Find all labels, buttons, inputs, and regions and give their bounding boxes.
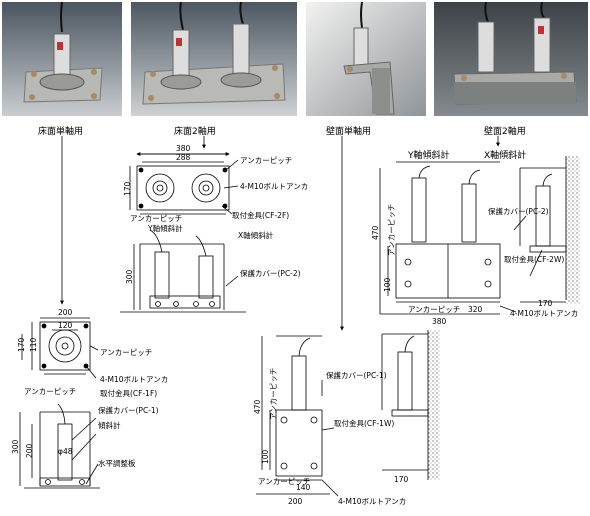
- label-anchor-pitch-fd-top: アンカーピッチ: [240, 156, 292, 165]
- dim-120-floor-single: 120: [58, 321, 73, 330]
- label-anchor-pitch-fd-bottom: アンカーピッチ: [130, 214, 182, 223]
- floor-dual-top-view: [129, 152, 239, 215]
- dim-200-floor-single-v: 200: [25, 443, 34, 458]
- dim-170-floor-single: 170: [17, 337, 26, 352]
- label-bracket-cf1f: 取付金具(CF-1F): [100, 388, 157, 398]
- label-anchor-pitch-wd: アンカーピッチ: [408, 305, 460, 314]
- dim-320: 320: [468, 305, 483, 314]
- dim-300-floor-single: 300: [11, 439, 20, 454]
- dim-140: 140: [296, 483, 311, 492]
- floor-single-top-view: [21, 317, 99, 379]
- dim-380-floor-dual: 380: [176, 144, 191, 153]
- floor-dual-side-view: [120, 229, 246, 313]
- label-cover-pc2-fd: 保護カバー(PC-2): [240, 268, 301, 278]
- dim-phi48: φ48: [58, 447, 73, 456]
- label-anchor-bolt-ws: 4-M10ボルトアンカ: [338, 497, 406, 506]
- wall-dual-drawing: [379, 156, 567, 315]
- label-cover-pc1-ws: 保護カバー(PC-1): [326, 370, 387, 380]
- label-bracket-cf1w: 取付金具(CF-1W): [334, 418, 394, 428]
- label-anchor-bolt-fs: 4-M10ボルトアンカ: [100, 375, 168, 384]
- label-level-plate: 水平調整板: [98, 458, 136, 468]
- label-y-tilt-wd: Y軸傾斜計: [407, 149, 450, 161]
- photo-wall-single: [306, 2, 426, 116]
- label-cover-pc1-fs: 保護カバー(PC-1): [98, 405, 159, 415]
- dim-288: 288: [176, 153, 191, 162]
- label-y-tilt-fd: Y軸傾斜計: [147, 223, 183, 233]
- label-tiltmeter: 傾斜計: [98, 420, 121, 430]
- wall-single-drawing: [256, 330, 429, 497]
- label-bracket-cf2f: 取付金具(CF-2F): [232, 210, 289, 220]
- label-anchor-pitch-wd-v: アンカーピッチ: [387, 204, 396, 256]
- caption-floor-single: 床面単軸用: [38, 127, 84, 137]
- dim-470-wall-dual: 470: [371, 225, 380, 240]
- caption-wall-single: 壁面単軸用: [326, 127, 372, 137]
- label-cover-pc2-wd: 保護カバー(PC-2): [488, 206, 549, 216]
- dim-110-floor-single: 110: [29, 337, 38, 352]
- label-bracket-cf2w: 取付金具(CF-2W): [504, 254, 564, 264]
- label-anchor-pitch-ws-v: アンカーピッチ: [269, 368, 278, 420]
- dim-170-wall-single: 170: [394, 475, 409, 484]
- label-anchor-bolt-fd: 4-M10ボルトアンカ: [240, 182, 308, 191]
- label-anchor-pitch-ws: アンカーピッチ: [258, 477, 310, 486]
- label-x-tilt-wd: X軸傾斜計: [484, 149, 526, 161]
- label-x-tilt-fd: X軸傾斜計: [238, 230, 274, 240]
- dim-300-floor-dual: 300: [125, 269, 134, 284]
- photo-floor-single: [2, 2, 122, 116]
- dim-100-wall-single: 100: [261, 449, 270, 464]
- dim-200-floor-single: 200: [58, 308, 73, 317]
- dim-200-wall-single: 200: [288, 497, 303, 506]
- photo-wall-dual: [434, 2, 588, 116]
- dim-100-wall-dual: 100: [383, 277, 392, 292]
- label-anchor-pitch-fs-right: アンカーピッチ: [100, 348, 152, 357]
- dim-380-wall-dual: 380: [432, 317, 447, 326]
- label-anchor-pitch-fs-bottom: アンカーピッチ: [24, 387, 76, 396]
- dim-170-wall-dual: 170: [538, 299, 553, 308]
- dim-170-floor-dual: 170: [123, 181, 132, 196]
- photo-floor-dual: [131, 2, 297, 116]
- label-anchor-bolt-wd: 4-M10ボルトアンカ: [510, 309, 578, 318]
- dim-470-wall-single: 470: [253, 399, 262, 414]
- caption-wall-dual: 壁面2軸用: [484, 127, 526, 137]
- caption-floor-dual: 床面2軸用: [174, 127, 216, 137]
- floor-single-side-view: [19, 403, 100, 489]
